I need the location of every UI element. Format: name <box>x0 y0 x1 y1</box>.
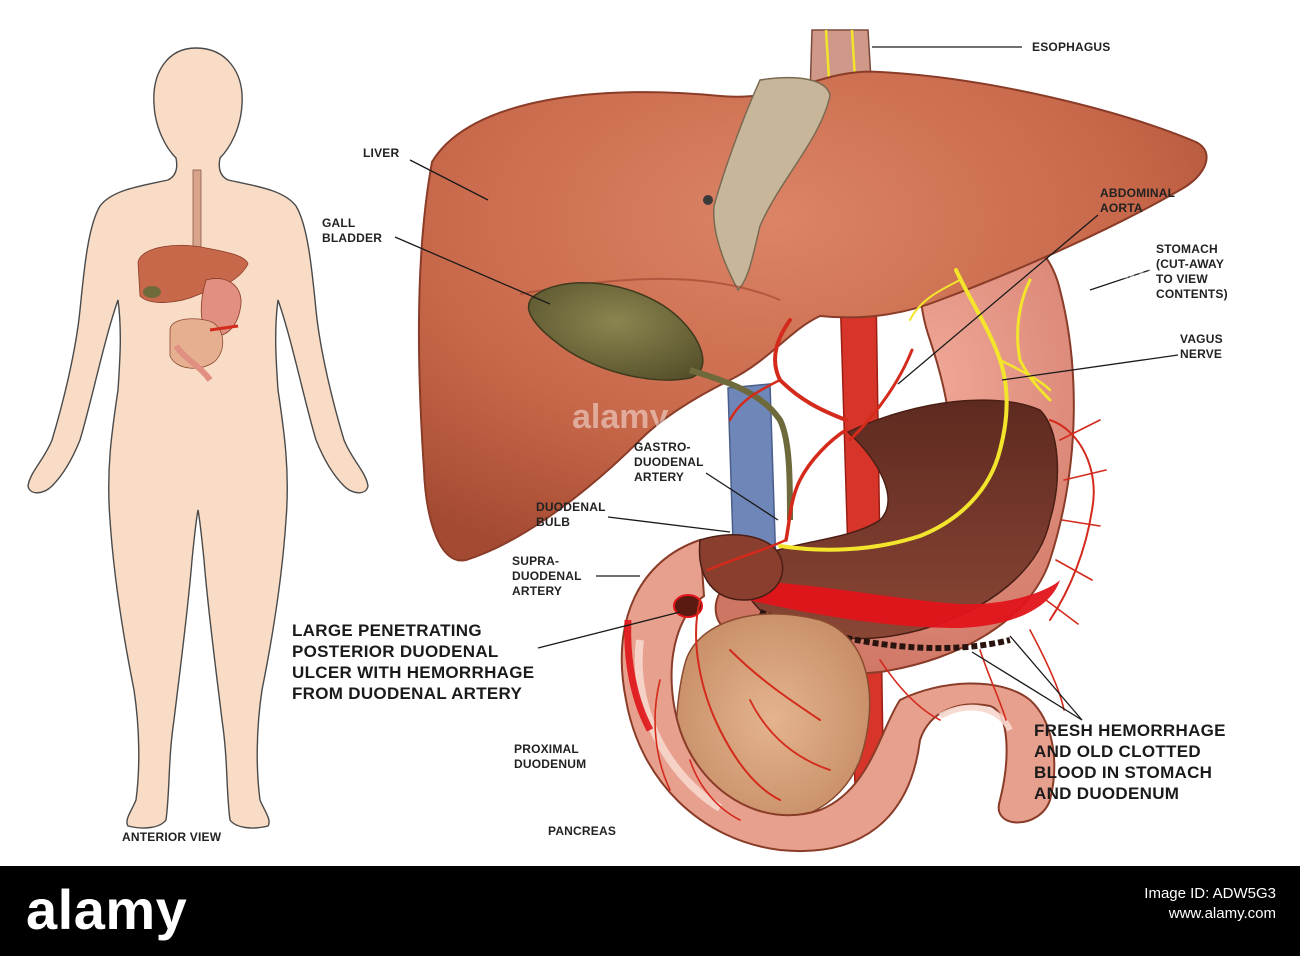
label-pancreas: PANCREAS <box>548 824 617 838</box>
footer-bar <box>0 866 1300 956</box>
footer-meta: Image ID: ADW5G3 www.alamy.com <box>1144 884 1276 924</box>
ulcer <box>673 594 703 618</box>
watermark-text: alamy <box>572 398 668 436</box>
label-supraduodenal-artery: SUPRA- DUODENAL ARTERY <box>512 554 582 598</box>
label-liver: LIVER <box>363 146 400 160</box>
body-silhouette <box>27 47 369 829</box>
label-abdominal-aorta: ABDOMINAL AORTA <box>1100 186 1176 215</box>
label-duodenal-bulb: DUODENAL BULB <box>536 500 606 529</box>
label-fresh-hemorrhage: FRESH HEMORRHAGE AND OLD CLOTTED BLOOD I… <box>1034 721 1226 803</box>
label-vagus-nerve: VAGUS NERVE <box>1180 332 1223 361</box>
label-ulcer-description: LARGE PENETRATING POSTERIOR DUODENAL ULC… <box>292 621 535 703</box>
footer-logo: alamy <box>26 878 188 941</box>
footer-url: www.alamy.com <box>1168 905 1276 922</box>
label-stomach: STOMACH (CUT-AWAY TO VIEW CONTENTS) <box>1156 242 1228 301</box>
label-esophagus: ESOPHAGUS <box>1032 40 1111 54</box>
watermark-text-2: alamy <box>1086 252 1171 285</box>
arteries <box>654 318 1107 821</box>
gall-bladder <box>527 282 704 381</box>
label-proximal-duodenum: PROXIMAL DUODENUM <box>514 742 587 771</box>
label-anterior-view: ANTERIOR VIEW <box>122 830 222 844</box>
label-gastroduodenal-artery: GASTRO- DUODENAL ARTERY <box>634 440 704 484</box>
vagus-nerve <box>778 268 1052 552</box>
label-gall-bladder: GALL BLADDER <box>322 216 383 245</box>
image-id: Image ID: ADW5G3 <box>1144 885 1276 902</box>
duodenum <box>620 538 1056 852</box>
hemorrhage-stomach <box>740 580 1060 628</box>
leader-lines <box>394 46 1179 721</box>
